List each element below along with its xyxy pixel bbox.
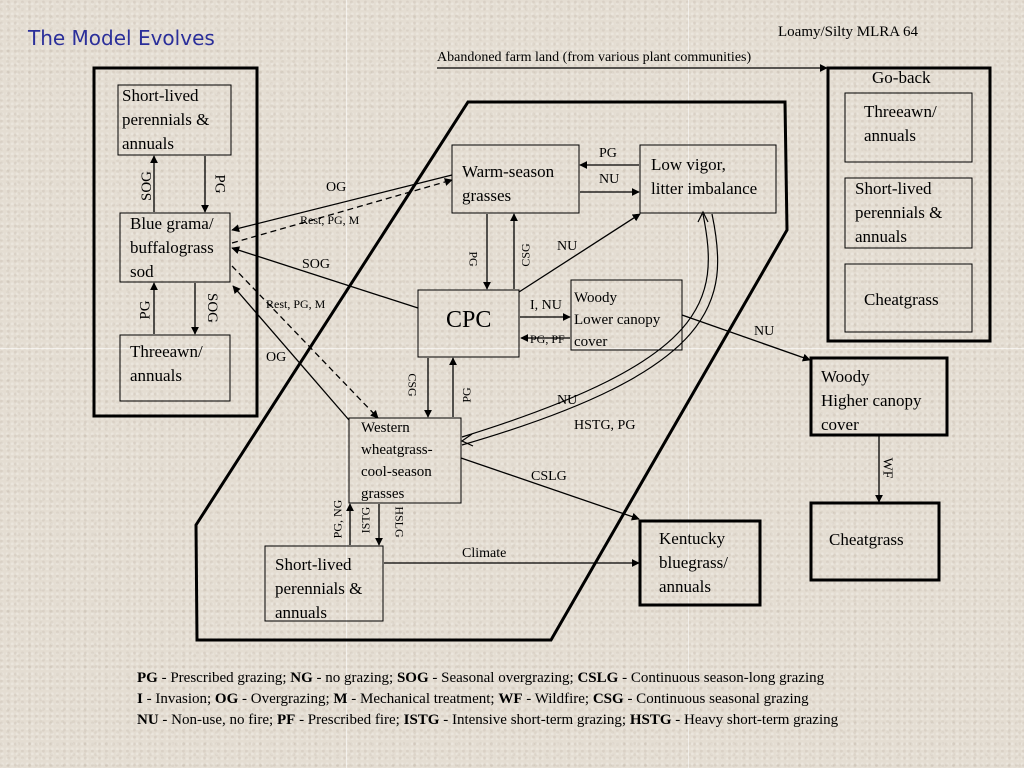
inu-label: I, NU [530,298,562,313]
nu-loop-label: NU [557,393,578,408]
pgpf-label: PG, PF [530,332,565,346]
goback-threeawn-box [844,92,973,163]
page-title: The Model Evolves [28,26,215,50]
nu-cpc-lv-label: NU [557,239,578,254]
threeawn-left-text: Threeawn/annuals [130,342,203,385]
hstg-loop-label: HSTG, PG [574,418,636,433]
goback-cheatgrass-text: Cheatgrass [864,290,939,309]
low-vigor-text: Low vigor,litter imbalance [651,155,758,198]
loop-arrow-head-bottom [460,433,474,447]
short-lived-bottom-box [264,545,384,622]
abandoned-farmland-label: Abandoned farm land (from various plant … [437,50,752,65]
sog-mid-label: SOG [302,257,331,272]
rest-mid-label: Rest, PG, M [266,297,326,311]
blue-grama-box [119,212,231,283]
mlra-label: Loamy/Silty MLRA 64 [778,24,919,40]
cpc-box [417,289,520,358]
cheatgrass-right-box [809,501,941,582]
goback-cheatgrass-box [844,263,973,333]
blue-grama-state-frame [92,66,259,418]
sog-down-label: SOG [204,292,221,324]
reference-state-frame [194,100,789,642]
legend-line-2: I - Invasion; OG - Overgrazing; M - Mech… [137,691,809,707]
loop-arrow-head-top [697,210,709,223]
wf-label: WF [879,457,895,479]
grid-line [346,0,347,768]
short-lived-left-box [117,84,232,156]
go-back-state-frame [826,66,992,343]
legend-line-1: PG - Prescribed grazing; NG - no grazing… [137,670,825,686]
western-wheatgrass-box [348,417,462,504]
pg-ws-cpc-label: PG [466,251,481,267]
cpc-text: CPC [446,307,492,333]
cslg-label: CSLG [531,469,567,484]
og-arrow-top [231,174,453,233]
pg-cpc-ww-label: PG [459,387,474,403]
rest-arrow-top [231,178,453,244]
pg-ws-lv-label: PG [599,146,617,161]
loop-arrow-inner [461,213,719,446]
pg-ng-label: PG, NG [330,499,345,539]
pg-down-label: PG [211,174,228,194]
hslg-label: HSLG [392,506,407,538]
rest-arrow-mid [231,265,379,419]
og-bottom-label: OG [266,350,287,365]
nu-cpc-lv-arrow [518,213,641,293]
nu-woody-label: NU [754,324,775,339]
climate-label: Climate [462,546,507,561]
goback-title: Go-back [872,68,931,87]
cheatgrass-right-text: Cheatgrass [829,530,904,549]
goback-short-lived-box [844,177,973,249]
abbreviation-legend: PG - Prescribed grazing; NG - no grazing… [137,668,838,731]
low-vigor-box [639,144,777,214]
loop-arrow-outer [461,213,709,438]
rest-top-label: Rest, PG, M [300,213,360,227]
nu-ws-lv-label: NU [599,172,620,187]
cslg-arrow [460,457,640,521]
legend-line-3: NU - Non-use, no fire; PF - Prescribed f… [137,712,839,728]
pg-up-label: PG [137,300,154,320]
woody-higher-box [809,356,949,437]
og-arrow-bottom [232,285,350,421]
grid-line [688,0,689,768]
threeawn-left-box [119,334,231,402]
sog-mid-arrow [231,246,419,309]
csg-ws-cpc-label: CSG [518,243,533,267]
kentucky-bluegrass-box [638,519,762,607]
istg-label: ISTG [358,506,373,534]
csg-cpc-ww-label: CSG [405,373,420,397]
nu-woody-arrow [681,314,811,362]
grid-line [0,348,1024,349]
sog-up-label: SOG [139,170,156,202]
og-top-label: OG [326,180,347,195]
goback-threeawn-text: Threeawn/annuals [864,102,937,145]
